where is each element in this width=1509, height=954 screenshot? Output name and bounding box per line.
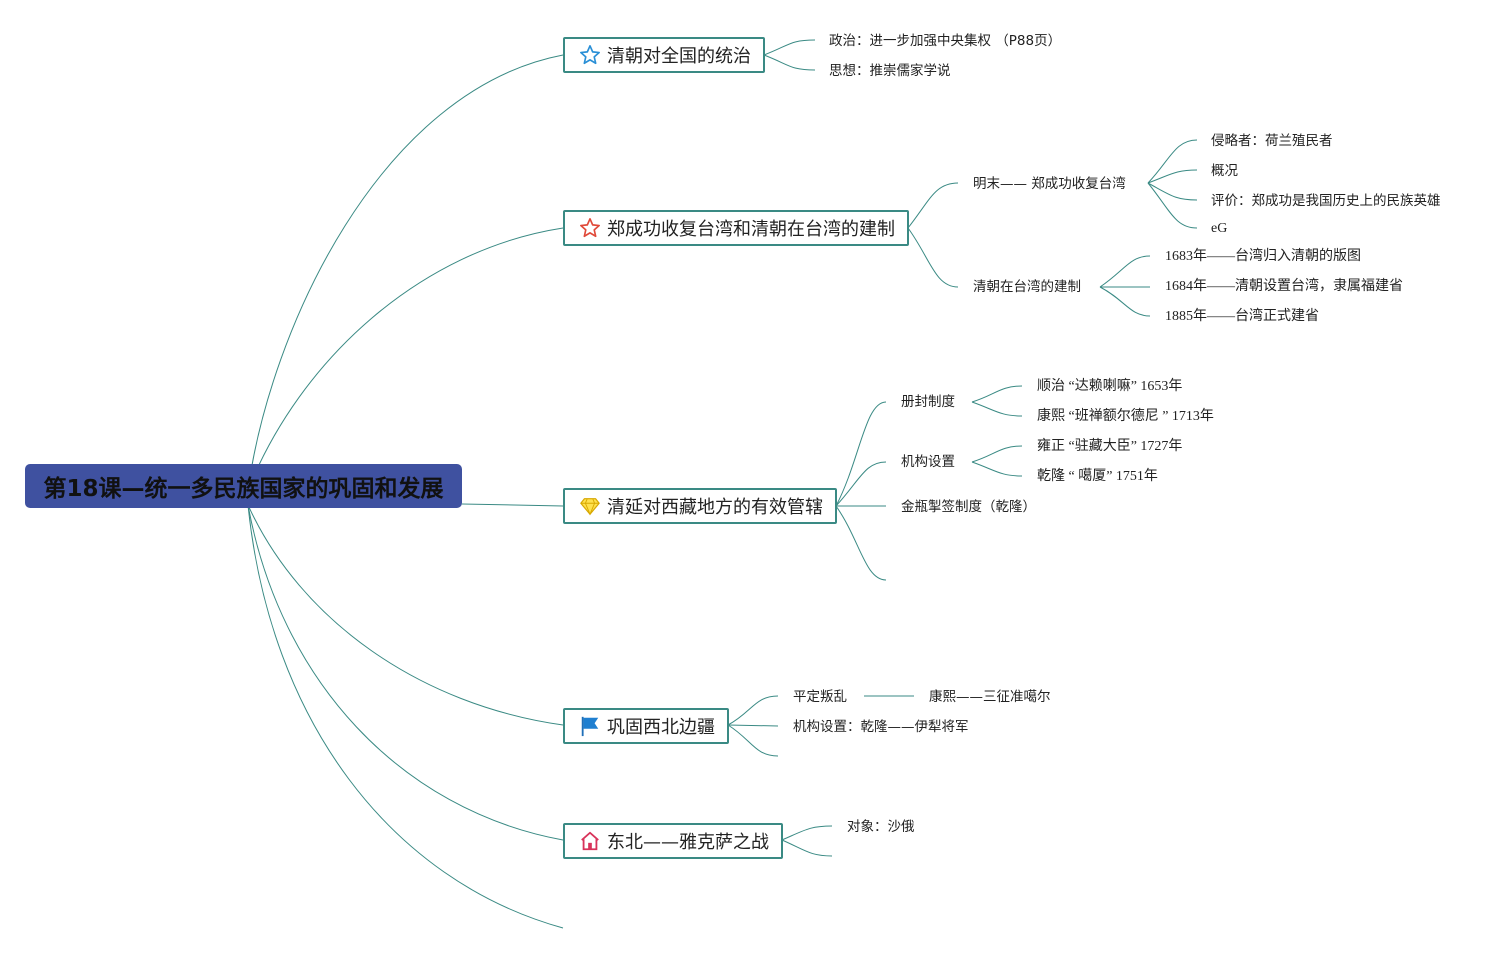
topic-northwest[interactable]: 巩固西北边疆 — [563, 708, 729, 744]
leaf-politics[interactable]: 政治：进一步加强中央集权 （P88页） — [829, 33, 1062, 49]
root-title: 第18课—统一多民族国家的巩固和发展 — [43, 476, 444, 502]
leaf-kashag[interactable]: 乾隆 “ 噶厦” 1751年 — [1037, 469, 1158, 484]
leaf-dalai-lama[interactable]: 顺治 “达赖喇嘛” 1653年 — [1037, 379, 1183, 394]
leaf-dzungar[interactable]: 康熙——三征准噶尔 — [929, 689, 1051, 705]
topic-label: 东北——雅克萨之战 — [607, 832, 769, 853]
topic-northeast[interactable]: 东北——雅克萨之战 — [563, 823, 783, 859]
subtopic-qing-taiwan[interactable]: 清朝在台湾的建制 — [973, 279, 1081, 295]
leaf-panchen[interactable]: 康熙 “班禅额尔德尼 ” 1713年 — [1037, 409, 1214, 424]
leaf-1684[interactable]: 1684年——清朝设置台湾，隶属福建省 — [1165, 279, 1403, 294]
subtopic-enfeoffment[interactable]: 册封制度 — [901, 394, 955, 410]
topic-label: 郑成功收复台湾和清朝在台湾的建制 — [607, 219, 895, 240]
leaf-1683[interactable]: 1683年——台湾归入清朝的版图 — [1165, 249, 1361, 264]
subtopic-institution[interactable]: 机构设置 — [901, 454, 955, 470]
topic-qing-rule[interactable]: 清朝对全国的统治 — [563, 37, 765, 73]
leaf-ili-general[interactable]: 机构设置：乾隆——伊犁将军 — [793, 719, 969, 735]
leaf-eg[interactable]: eG — [1211, 221, 1228, 236]
leaf-overview[interactable]: 概况 — [1211, 163, 1238, 179]
subtopic-ming-end[interactable]: 明末—— 郑成功收复台湾 — [973, 176, 1126, 192]
topic-label: 清延对西藏地方的有效管辖 — [607, 497, 823, 518]
star-outline-blue-icon — [579, 44, 601, 66]
star-outline-red-icon — [579, 217, 601, 239]
topic-taiwan[interactable]: 郑成功收复台湾和清朝在台湾的建制 — [563, 210, 909, 246]
house-icon — [579, 830, 601, 852]
topic-tibet[interactable]: 清延对西藏地方的有效管辖 — [563, 488, 837, 524]
leaf-invader[interactable]: 侵略者：荷兰殖民者 — [1211, 133, 1333, 149]
leaf-amban[interactable]: 雍正 “驻藏大臣” 1727年 — [1037, 439, 1183, 454]
topic-label: 清朝对全国的统治 — [607, 46, 751, 67]
leaf-evaluation[interactable]: 评价：郑成功是我国历史上的民族英雄 — [1211, 193, 1441, 209]
root-topic[interactable]: 第18课—统一多民族国家的巩固和发展 — [25, 464, 462, 508]
topic-label: 巩固西北边疆 — [607, 717, 715, 738]
subtopic-golden-urn[interactable]: 金瓶掣签制度（乾隆） — [901, 499, 1036, 515]
diamond-icon — [579, 495, 601, 517]
leaf-1885[interactable]: 1885年——台湾正式建省 — [1165, 309, 1319, 324]
flag-icon — [579, 715, 601, 737]
leaf-target[interactable]: 对象：沙俄 — [847, 819, 915, 835]
leaf-thought[interactable]: 思想：推崇儒家学说 — [829, 63, 951, 79]
subtopic-rebellion[interactable]: 平定叛乱 — [793, 689, 847, 705]
